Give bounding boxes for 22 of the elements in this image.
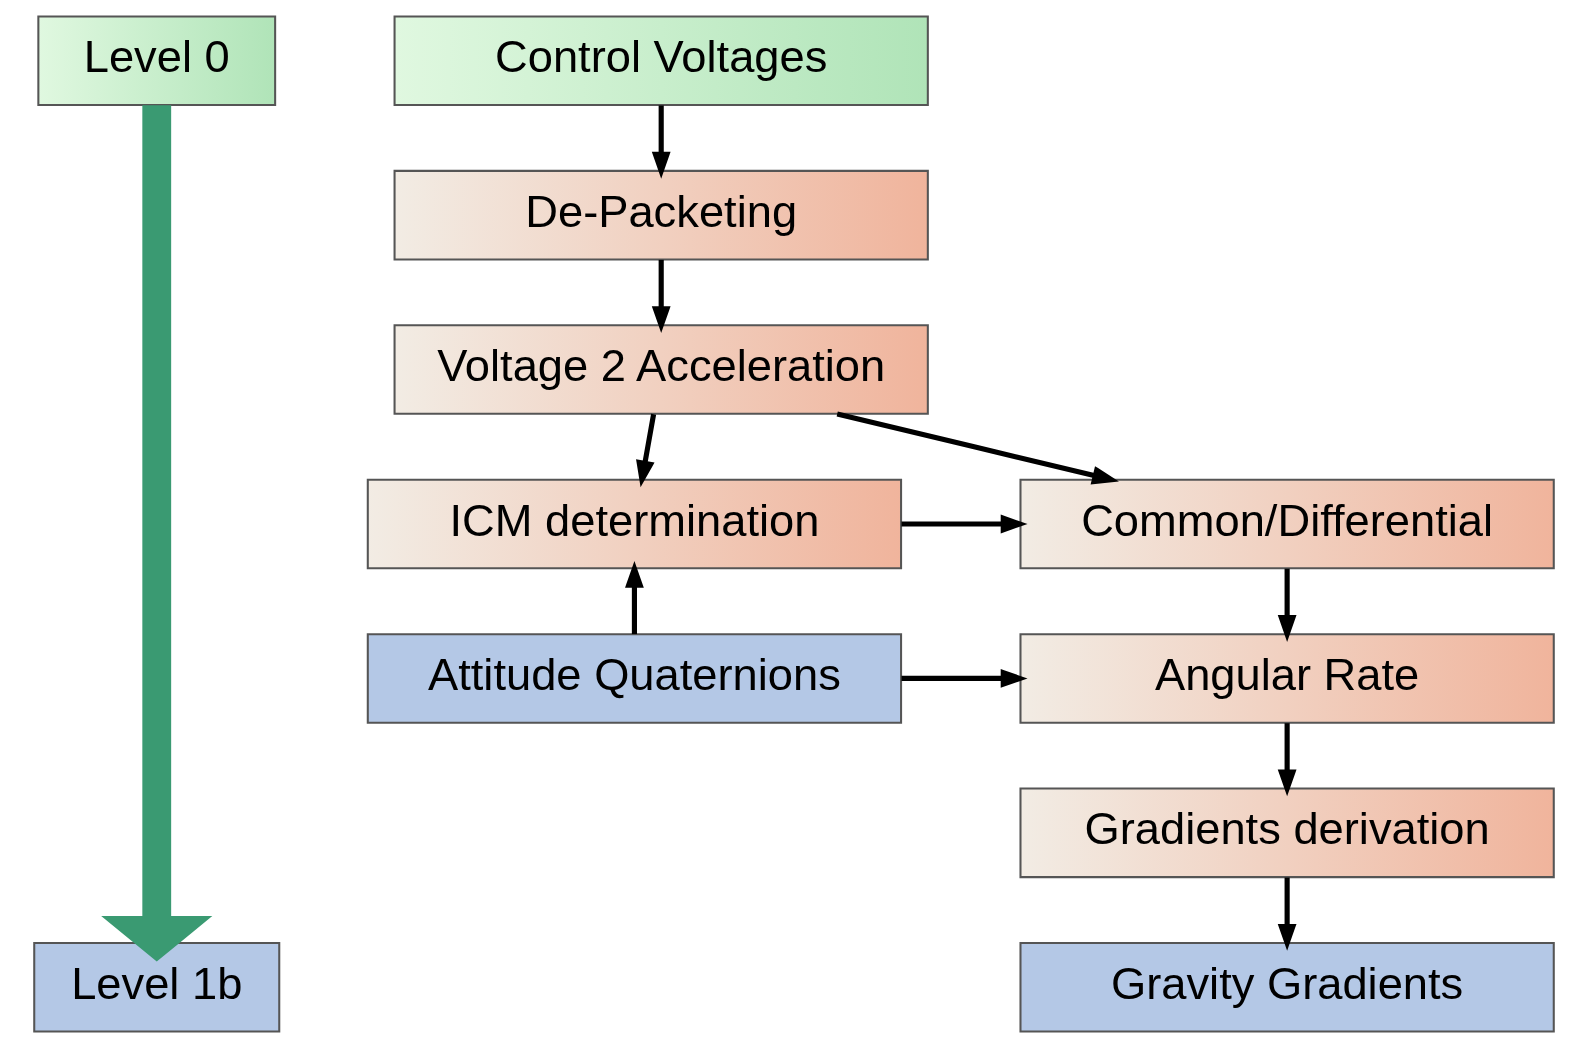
node-box: Gradients derivation (1018, 787, 1555, 879)
arrow (100, 105, 212, 962)
arrow (1277, 877, 1296, 951)
arrow (635, 413, 656, 488)
node-box: Angular Rate (1018, 633, 1555, 724)
node-box: Attitude Quaternions (366, 633, 902, 724)
arrow (836, 411, 1119, 485)
arrow (1277, 723, 1296, 797)
node-box: Gravity Gradients (1018, 941, 1555, 1033)
arrow (901, 669, 1028, 688)
node-box: Common/Differential (1018, 478, 1555, 570)
node-box: ICM determination (366, 478, 902, 570)
node-box: Voltage 2 Acceleration (393, 324, 929, 415)
arrow (651, 105, 671, 179)
node-box: Level 0 (36, 15, 276, 107)
arrow (1277, 568, 1296, 642)
node-box: Control Voltages (393, 15, 929, 107)
arrow (624, 560, 644, 635)
node-box: De-Packeting (393, 169, 929, 261)
arrow (901, 514, 1028, 534)
arrow (651, 259, 671, 334)
node-box: Level 1b (32, 941, 280, 1033)
